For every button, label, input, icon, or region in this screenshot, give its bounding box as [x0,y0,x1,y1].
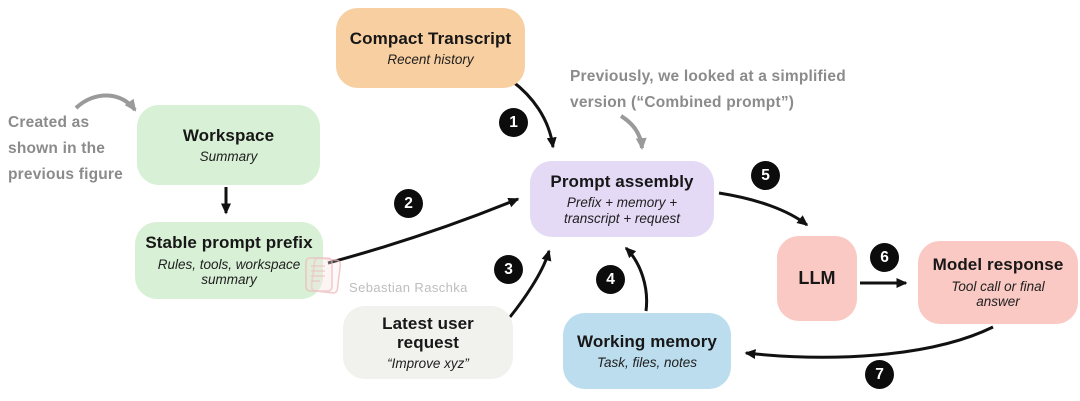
watermark-author: Sebastian Raschka [349,280,468,295]
node-workspace: Workspace Summary [137,105,320,185]
arrow-5-assembly-to-llm [718,191,809,227]
model-response-title: Model response [932,255,1064,275]
node-model-response: Model response Tool call or final answer [918,241,1078,324]
working-memory-title: Working memory [577,331,717,351]
step-badge-7: 7 [865,360,894,389]
note-created-as: Created as shown in the previous figure [8,110,158,188]
note-previously: Previously, we looked at a simplified ve… [570,64,860,116]
note-created-line-3: previous figure [8,166,123,183]
node-llm: LLM [777,236,857,321]
workspace-subtitle: Summary [199,148,258,164]
node-latest-user-request: Latest user request “Improve xyz” [343,306,513,379]
arrow-4-memory-to-assembly [624,246,649,312]
step-badge-2: 2 [394,189,423,218]
prompt-assembly-title: Prompt assembly [550,171,694,191]
latest-user-request-title: Latest user request [382,313,474,352]
node-compact-transcript: Compact Transcript Recent history [336,8,525,88]
stable-prompt-prefix-subtitle: Rules, tools, workspace summary [157,256,301,288]
working-memory-subtitle: Task, files, notes [596,354,698,370]
step-badge-3: 3 [494,255,523,284]
note-previously-line-1: Previously, we looked at a simplified [570,68,846,85]
arrow-2-prefix-to-assembly [327,197,520,265]
seal-stamp-icon [305,257,342,294]
arrow-note-previously-to-assembly [619,114,647,150]
llm-title: LLM [798,268,836,289]
compact-transcript-subtitle: Recent history [387,51,474,67]
workspace-title: Workspace [182,125,275,145]
note-previously-line-2: version (“Combined prompt”) [570,94,795,111]
model-response-subtitle: Tool call or final answer [951,278,1045,310]
arrow-7-response-to-memory [744,325,994,360]
step-badge-4: 4 [596,265,625,294]
compact-transcript-title: Compact Transcript [349,28,512,48]
step-badge-6: 6 [870,243,899,272]
arrow-note-created-to-workspace [74,93,137,112]
node-working-memory: Working memory Task, files, notes [563,313,731,389]
step-badge-5: 5 [751,161,780,190]
latest-user-request-subtitle: “Improve xyz” [387,355,469,371]
note-created-line-2: shown in the [8,140,106,157]
node-stable-prompt-prefix: Stable prompt prefix Rules, tools, works… [135,222,323,299]
step-badge-1: 1 [499,108,528,137]
note-created-line-1: Created as [8,114,90,131]
stable-prompt-prefix-title: Stable prompt prefix [145,233,313,253]
prompt-assembly-subtitle: Prefix + memory + transcript + request [564,195,680,226]
node-prompt-assembly: Prompt assembly Prefix + memory + transc… [530,161,714,237]
